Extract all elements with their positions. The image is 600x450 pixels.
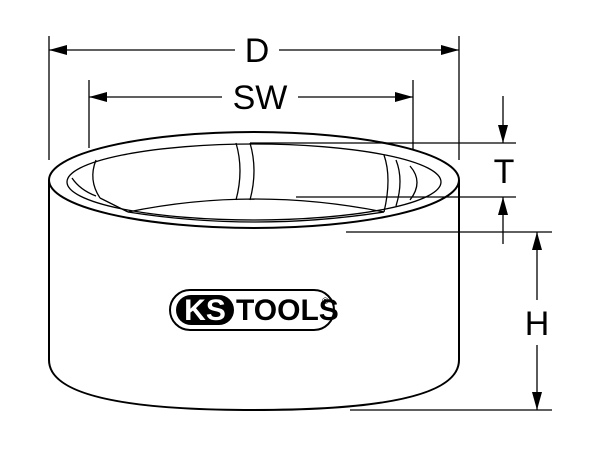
logo-ks-badge [176, 295, 234, 325]
sw-label: SW [233, 79, 288, 117]
d-arrow-left-icon [49, 45, 67, 55]
socket-inner-floor [127, 198, 385, 213]
h-arrow-up-icon [532, 232, 542, 250]
hex-corner-back-left-2 [249, 142, 255, 201]
sw-arrow-left-icon [89, 92, 107, 102]
hex-wall-right-edge [409, 165, 418, 201]
socket-top-rim-outer [48, 131, 460, 229]
hex-corner-back-right-2 [395, 159, 401, 207]
hex-wall-left-bottom [99, 197, 129, 213]
socket-body [48, 131, 460, 412]
d-label: D [245, 32, 270, 70]
hex-corner-back-left [235, 142, 241, 201]
logo-registered-mark: ® [322, 296, 329, 306]
hex-shade-left [71, 177, 97, 197]
socket-inner-floor-front [127, 211, 385, 223]
sw-arrow-right-icon [395, 92, 413, 102]
t-arrow-down-icon [498, 125, 508, 143]
t-arrow-up-icon [498, 197, 508, 215]
dimension-sw: SW [88, 79, 414, 150]
socket-bottom-edge [48, 359, 460, 412]
h-label: H [525, 305, 550, 343]
logo-ks-text: KS [184, 294, 226, 327]
t-label: T [494, 153, 515, 191]
dimension-t: T [250, 96, 516, 244]
hex-socket-walls [71, 142, 418, 213]
hex-wall-left-edge [92, 159, 101, 199]
logo-tools-text: TOOLS [236, 294, 339, 327]
brand-logo: KS TOOLS ® [169, 289, 339, 331]
socket-top-rim-inner [66, 143, 442, 221]
dimension-h: H [346, 231, 552, 411]
dimension-d: D [48, 32, 460, 160]
hex-corner-back-right [383, 154, 389, 213]
h-arrow-down-icon [532, 392, 542, 410]
d-arrow-right-icon [441, 45, 459, 55]
